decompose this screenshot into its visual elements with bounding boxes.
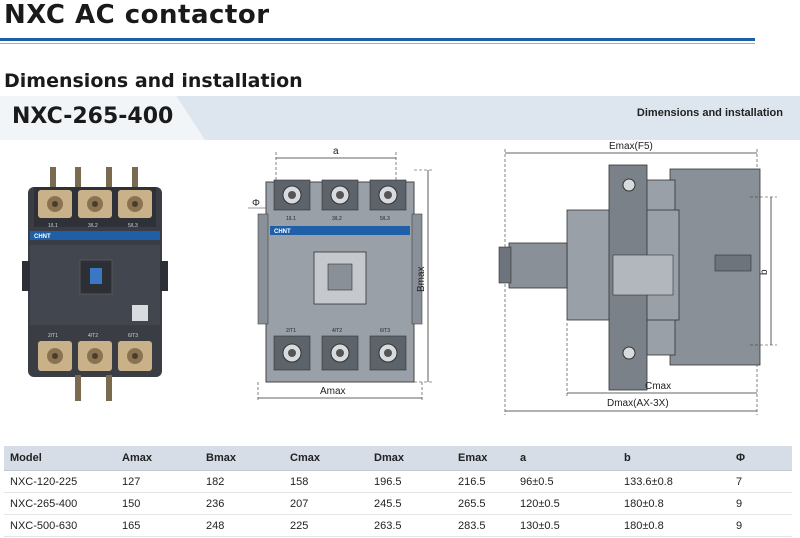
photo-terminal-label-bottom: 2/T1 [48,333,58,339]
table-cell: 263.5 [368,514,452,537]
column-header: Amax [116,446,200,471]
model-banner: NXC-265-400 Dimensions and installation [0,96,800,140]
table-cell: 96±0.5 [514,470,618,493]
table-cell: 248 [200,514,284,537]
column-header: Model [4,446,116,471]
dim-label-emax: Emax(F5) [609,141,653,152]
photo-terminal-label-bottom: 4/T2 [88,333,98,339]
column-header: b [618,446,730,471]
front-brand: CHNT [274,229,291,235]
photo-brand: CHNT [34,234,51,240]
title-divider [0,38,755,41]
indicator-window [90,268,102,284]
table-row: NXC-265-400 150 236 207 245.5 265.5 120±… [4,492,792,515]
table-cell: 196.5 [368,470,452,493]
bottom-terminals [38,341,152,371]
photo-terminal-label-top: 5/L3 [128,223,138,229]
front-terminal-label-top: 1/L1 [286,216,296,222]
table-cell: 182 [200,470,284,493]
table-cell: 158 [284,470,368,493]
front-terminal-label-bottom: 6/T3 [380,328,390,334]
table-cell: 207 [284,492,368,515]
table-cell: 180±0.8 [618,492,730,515]
photo-terminal-label-top: 1/L1 [48,223,58,229]
table-cell: 127 [116,470,200,493]
table-cell: 225 [284,514,368,537]
table-cell: 265.5 [452,492,514,515]
front-terminal-label-bottom: 4/T2 [332,328,342,334]
brand-band [30,231,160,240]
column-header: a [514,446,618,471]
table-cell: 120±0.5 [514,492,618,515]
table-cell: 245.5 [368,492,452,515]
front-bottom-terminals [273,335,407,371]
front-view-drawing: a Φ 1/L1 3/L2 5/L3 CHNT 2/T1 4/T2 6/T3 B… [248,146,434,402]
dim-label-b: b [759,269,770,275]
side-view-drawing: Emax(F5) b Cmax Dmax(AX-3X) [498,141,777,415]
table-cell: 130±0.5 [514,514,618,537]
table-cell: 236 [200,492,284,515]
table-header-row: Model Amax Bmax Cmax Dmax Emax a b Φ [4,446,792,471]
table-cell: 283.5 [452,514,514,537]
banner-tab [0,96,205,140]
table-row: NXC-500-630 165 248 225 263.5 283.5 130±… [4,514,792,537]
product-photo: 1/L1 3/L2 5/L3 CHNT 2/T1 4/T2 6/T3 [22,167,168,401]
column-header: Cmax [284,446,368,471]
table-cell: 9 [730,514,792,537]
table-cell: 7 [730,470,792,493]
table-cell: 216.5 [452,470,514,493]
photo-terminal-label-bottom: 6/T3 [128,333,138,339]
title-divider-thin [0,43,755,44]
front-terminal-label-top: 5/L3 [380,216,390,222]
table-cell: 133.6±0.8 [618,470,730,493]
dimensions-table: Model Amax Bmax Cmax Dmax Emax a b Φ NXC… [4,446,792,537]
top-terminals [38,190,152,218]
dim-label-bmax: Bmax [416,266,427,292]
photo-terminal-label-top: 3/L2 [88,223,98,229]
dim-label-dmax: Dmax(AX-3X) [607,398,669,409]
column-header: Emax [452,446,514,471]
front-terminal-label-bottom: 2/T1 [286,328,296,334]
model-title: NXC-265-400 [12,104,174,129]
table-cell: 180±0.8 [618,514,730,537]
table-cell: NXC-500-630 [4,514,116,537]
front-terminal-label-top: 3/L2 [332,216,342,222]
table-row: NXC-120-225 127 182 158 196.5 216.5 96±0… [4,470,792,493]
page-title: NXC AC contactor [4,0,270,30]
qr-label [132,305,148,321]
table-cell: 150 [116,492,200,515]
column-header: Dmax [368,446,452,471]
column-header: Bmax [200,446,284,471]
table-cell: 9 [730,492,792,515]
section-title: Dimensions and installation [4,70,303,92]
table-cell: NXC-265-400 [4,492,116,515]
dim-label-cmax: Cmax [645,381,671,392]
table-cell: NXC-120-225 [4,470,116,493]
banner-caption: Dimensions and installation [636,107,783,119]
front-top-terminals [273,179,407,211]
dim-label-phi: Φ [252,198,260,209]
dim-label-a: a [333,146,339,157]
table-cell: 165 [116,514,200,537]
dim-label-amax: Amax [320,386,346,397]
column-header: Φ [730,446,792,471]
